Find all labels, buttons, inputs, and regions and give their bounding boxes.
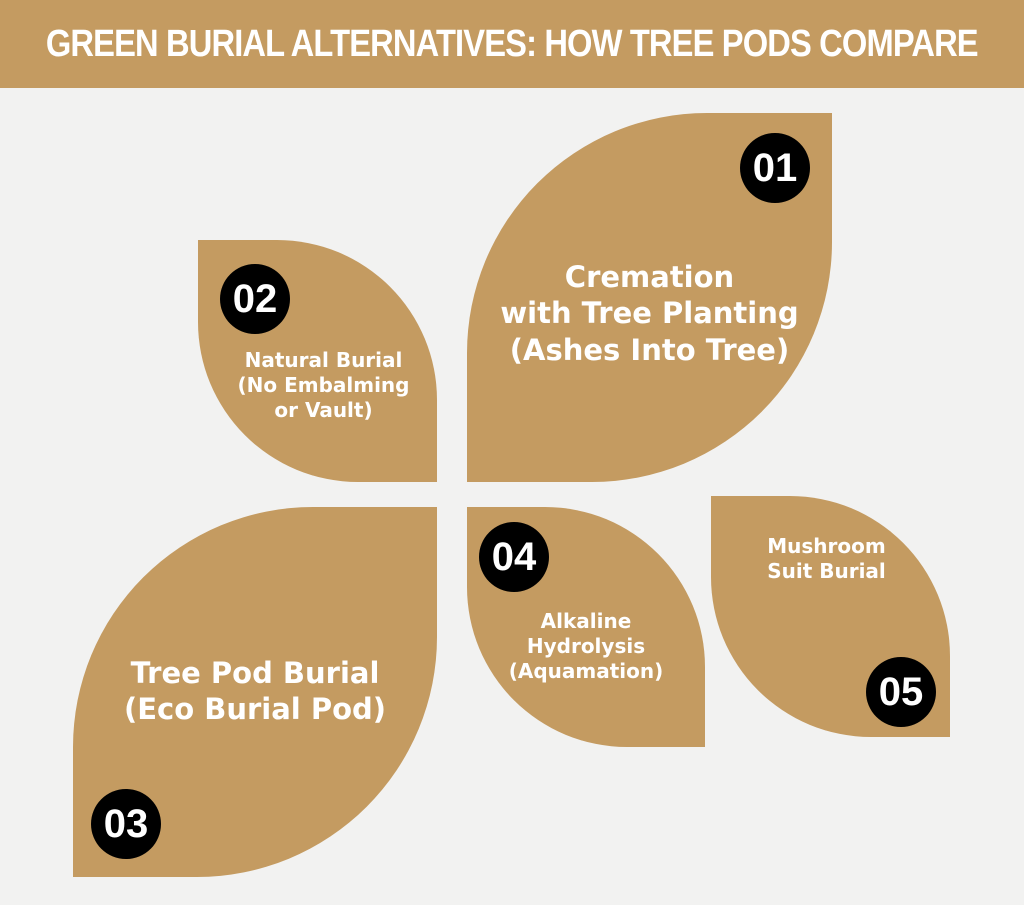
card-label: Natural Burial (No Embalming or Vault) bbox=[237, 348, 410, 422]
leaf-card-05: 05 Mushroom Suit Burial bbox=[711, 496, 950, 737]
number-badge: 05 bbox=[866, 657, 936, 727]
card-label: Cremation with Tree Planting (Ashes Into… bbox=[500, 260, 799, 367]
number-badge: 04 bbox=[479, 522, 549, 592]
leaf-card-03: 03 Tree Pod Burial (Eco Burial Pod) bbox=[73, 507, 437, 877]
leaf-card-01: 01 Cremation with Tree Planting (Ashes I… bbox=[467, 113, 832, 482]
number-badge: 01 bbox=[740, 133, 810, 203]
title-banner: GREEN BURIAL ALTERNATIVES: HOW TREE PODS… bbox=[0, 0, 1024, 88]
card-label: Tree Pod Burial (Eco Burial Pod) bbox=[123, 656, 387, 727]
card-label: Mushroom Suit Burial bbox=[767, 534, 886, 583]
number-badge: 02 bbox=[220, 264, 290, 334]
leaf-card-02: 02 Natural Burial (No Embalming or Vault… bbox=[198, 240, 437, 482]
card-label: Alkaline Hydrolysis (Aquamation) bbox=[508, 609, 664, 683]
page-title: GREEN BURIAL ALTERNATIVES: HOW TREE PODS… bbox=[46, 22, 979, 65]
leaf-card-04: 04 Alkaline Hydrolysis (Aquamation) bbox=[467, 507, 705, 747]
number-badge: 03 bbox=[91, 789, 161, 859]
